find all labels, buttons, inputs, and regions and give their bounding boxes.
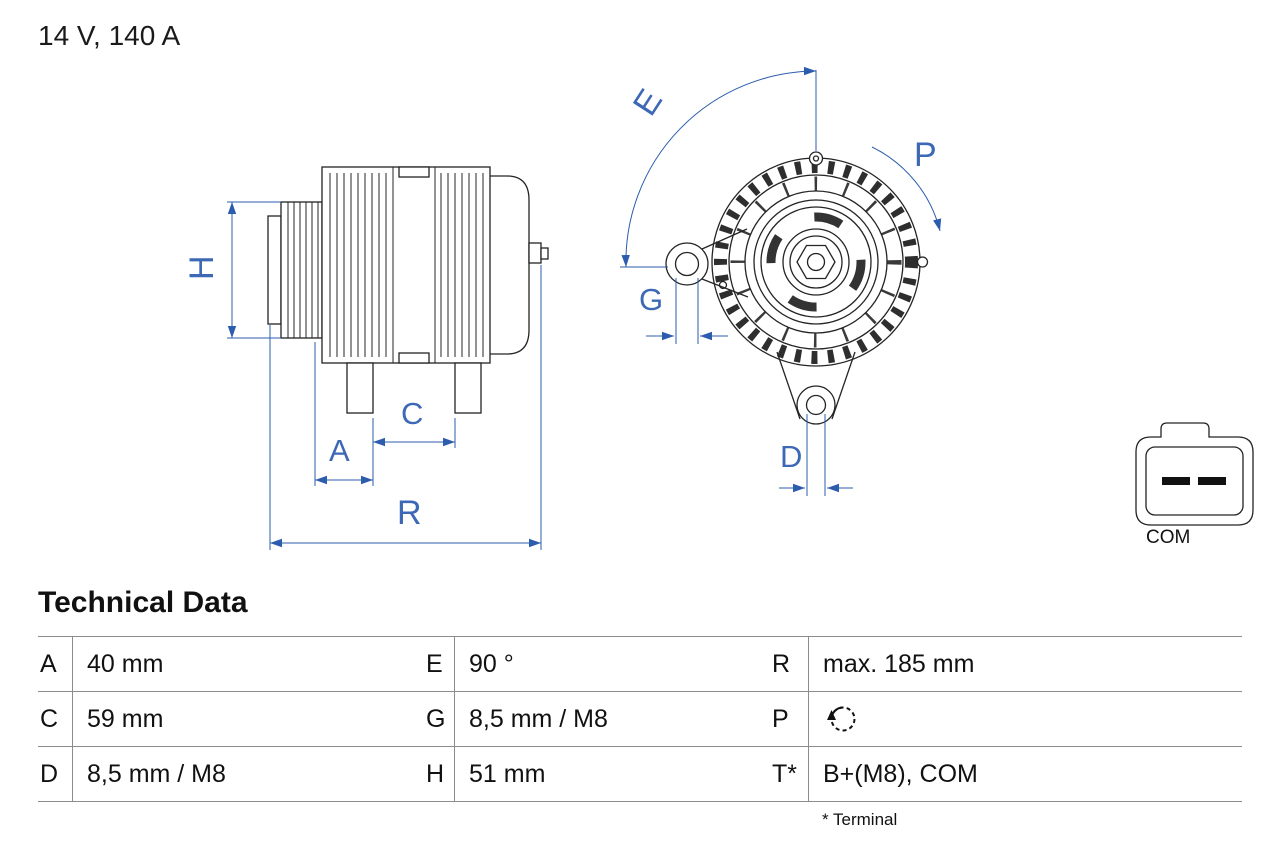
dim-key-a: A — [40, 649, 57, 678]
front-housing-fins — [329, 173, 387, 357]
through-bolt-top — [398, 166, 430, 178]
terminal-footnote: * Terminal — [822, 810, 898, 829]
stator-band — [392, 167, 436, 363]
technical-data-heading: Technical Data — [38, 586, 248, 619]
front-view-dimensions: E P G D — [620, 66, 942, 496]
dim-value-a: 40 mm — [72, 637, 424, 691]
shaft-hex-nut — [796, 244, 836, 280]
connector-inner — [1145, 446, 1244, 516]
dim-key-p: P — [772, 704, 789, 733]
table-row: C 59 mm G 8,5 mm / M8 P — [38, 691, 1242, 746]
dim-key-d: D — [40, 759, 59, 788]
table-row: D 8,5 mm / M8 H 51 mm T* B+(M8), COM — [38, 746, 1242, 801]
dim-label-a: A — [329, 433, 350, 468]
alternator-front-view — [665, 151, 929, 425]
page-title: 14 V, 140 A — [38, 20, 181, 51]
mounting-foot-rear — [454, 362, 482, 414]
dim-label-e: E — [626, 83, 670, 123]
mounting-foot-front — [346, 362, 374, 414]
dim-label-g: G — [639, 282, 663, 317]
table-row: A 40 mm E 90 ° R max. 185 mm — [38, 636, 1242, 691]
alternator-technical-drawing: H A C R — [183, 66, 1254, 550]
terminal-stub-tip — [540, 247, 549, 260]
connector-label: COM — [1146, 527, 1190, 548]
connector-pin-1 — [1162, 477, 1190, 485]
dim-value-c: 59 mm — [72, 692, 424, 746]
dim-label-h: H — [183, 255, 221, 280]
rotation-direction-arrow — [871, 146, 942, 232]
pulley-hub — [267, 215, 282, 325]
dim-value-d: 8,5 mm / M8 — [72, 747, 424, 801]
bottom-lug — [796, 385, 836, 425]
dim-key-e: E — [426, 649, 443, 678]
through-bolt-bottom — [398, 352, 430, 364]
dim-key-h: H — [426, 759, 445, 788]
dim-value-t: B+(M8), COM — [808, 747, 1242, 801]
dim-label-r: R — [397, 494, 422, 532]
dim-value-r: max. 185 mm — [808, 637, 1242, 691]
dim-label-c: C — [401, 396, 423, 431]
left-lug — [665, 242, 709, 286]
side-view-dimensions: H A C R — [183, 201, 542, 550]
dim-value-p — [808, 692, 1242, 746]
pulley — [280, 201, 323, 339]
technical-data-section: Technical Data A 40 mm E 90 ° R max. 185… — [38, 586, 1242, 830]
bottom-lug-arms — [776, 351, 856, 420]
side-stud — [916, 256, 929, 268]
dim-key-t: T* — [772, 759, 797, 788]
pulley-grooves — [287, 202, 319, 338]
dim-label-d: D — [780, 439, 802, 474]
dim-value-g: 8,5 mm / M8 — [454, 692, 770, 746]
top-tab — [808, 151, 824, 166]
dim-key-c: C — [40, 704, 59, 733]
terminal-stub — [528, 242, 542, 264]
dim-key-g: G — [426, 704, 446, 733]
technical-data-table: A 40 mm E 90 ° R max. 185 mm C 59 mm G 8… — [38, 636, 1242, 802]
dim-value-h: 51 mm — [454, 747, 770, 801]
dim-label-p: P — [914, 136, 937, 174]
housing-body — [321, 166, 491, 364]
dim-value-e: 90 ° — [454, 637, 770, 691]
rear-cover — [490, 175, 530, 355]
rotation-direction-icon — [827, 706, 856, 732]
left-lug-pin-hole — [718, 280, 728, 290]
dim-key-r: R — [772, 649, 791, 678]
bottom-lug-hole — [805, 394, 827, 416]
alternator-side-view — [267, 166, 549, 414]
connector-pin-2 — [1198, 477, 1226, 485]
rear-housing-fins — [440, 173, 484, 357]
com-connector-diagram: COM — [1135, 422, 1254, 548]
connector-housing — [1135, 422, 1254, 526]
